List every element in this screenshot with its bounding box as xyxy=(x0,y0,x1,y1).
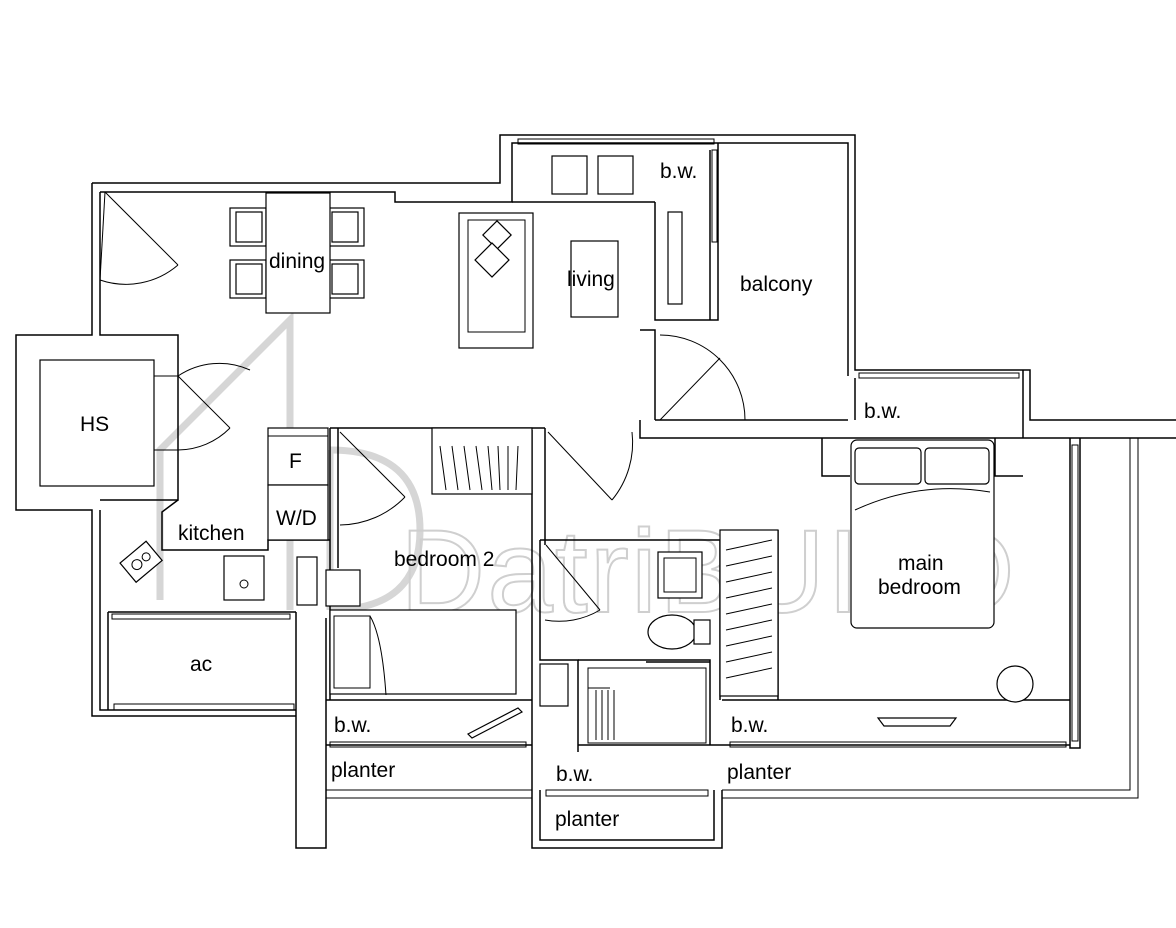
household-shelter xyxy=(39,359,155,487)
label-main-bedroom-line2: bedroom xyxy=(878,576,961,599)
bw-top-furniture xyxy=(551,155,683,305)
room-labels: dining living balcony b.w. b.w. HS kitch… xyxy=(80,160,961,831)
bathroom-fixtures xyxy=(539,551,711,744)
label-ac: ac xyxy=(190,653,212,676)
label-bedroom2: bedroom 2 xyxy=(394,548,494,571)
doors xyxy=(99,191,746,622)
label-hs: HS xyxy=(80,413,109,436)
label-washer-dryer: W/D xyxy=(276,507,317,530)
label-main-bedroom-line1: main xyxy=(898,552,944,575)
wardrobe-hangers xyxy=(439,445,519,491)
label-living: living xyxy=(567,268,615,291)
washer-dryer xyxy=(267,484,329,541)
label-bw-left: b.w. xyxy=(334,714,371,737)
label-fridge: F xyxy=(289,450,302,473)
windows xyxy=(111,138,1079,797)
label-planter-center: planter xyxy=(555,808,619,831)
sink-icon xyxy=(223,555,265,601)
label-balcony: balcony xyxy=(740,273,813,296)
label-bw-center: b.w. xyxy=(556,763,593,786)
dining-set xyxy=(229,192,365,314)
label-kitchen: kitchen xyxy=(178,522,245,545)
label-dining: dining xyxy=(269,250,325,273)
bedroom2-furniture xyxy=(329,427,533,739)
living-sofa xyxy=(458,212,619,349)
stove-icon xyxy=(119,540,163,584)
label-planter-right: planter xyxy=(727,761,791,784)
label-planter-left: planter xyxy=(331,759,395,782)
label-bw-right: b.w. xyxy=(731,714,768,737)
kitchen-fixtures xyxy=(119,427,361,607)
outer-walls xyxy=(15,134,1176,849)
label-bw-main-top: b.w. xyxy=(864,400,901,423)
label-bw-top: b.w. xyxy=(660,160,697,183)
main-bedroom-furniture xyxy=(719,439,1034,727)
